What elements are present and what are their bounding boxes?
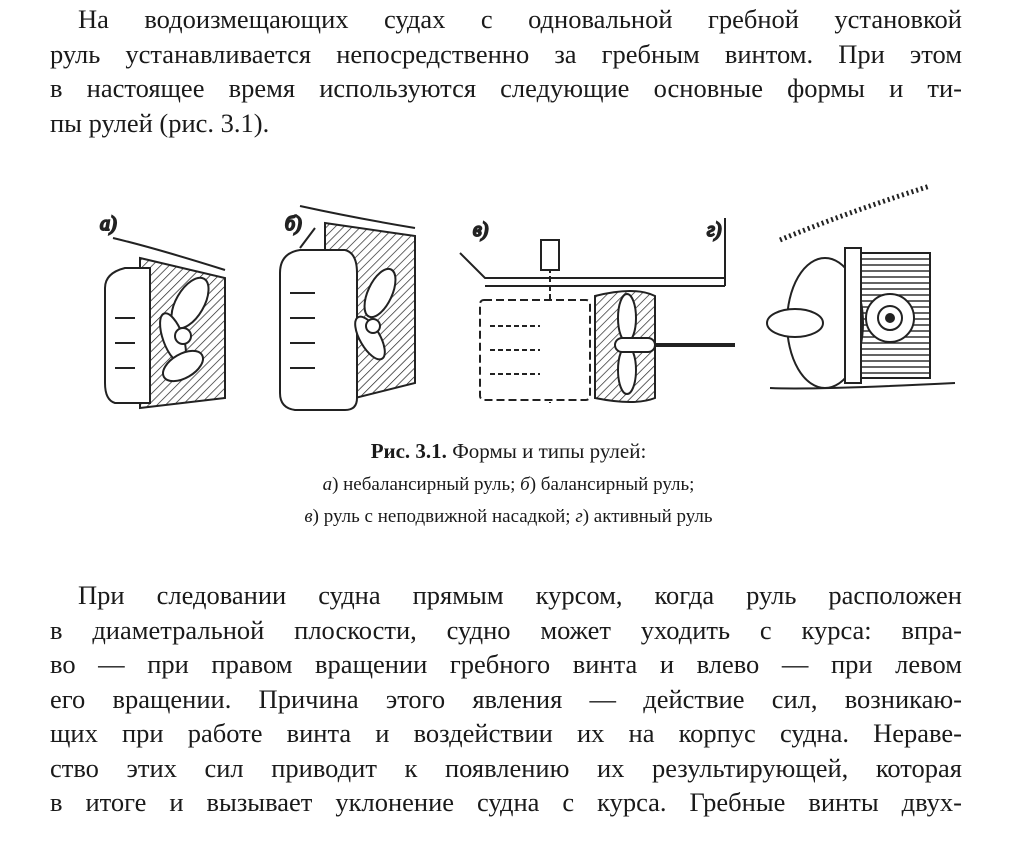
text-line: его вращении. Причина этого явления — де… (50, 683, 962, 714)
caption-part: б (520, 474, 530, 495)
figure-caption-line2: а) небалансирный руль; б) балансирный ру… (0, 472, 1017, 498)
rudder-d-figure (766, 183, 956, 390)
body-paragraph: При следовании судна прямым курсом, когд… (50, 578, 962, 820)
sublabel-a: а) (100, 213, 117, 235)
caption-part: ) активный руль (582, 506, 713, 527)
caption-part: ) руль с неподвижной насадкой; (312, 506, 576, 527)
caption-part: ) балансирный руль; (529, 474, 695, 495)
figure-number: Рис. 3.1. (370, 439, 447, 463)
text-line: руль устанавливается непосредственно за … (50, 38, 962, 69)
figure-caption-line3: в) руль с неподвижной насадкой; г) актив… (0, 504, 1017, 530)
text-line: пы рулей (рис. 3.1). (50, 107, 270, 138)
rudder-b-drawing: б) (279, 205, 416, 411)
sublabel-b: б) (285, 213, 302, 235)
text-line: щих при работе винта и воздействии их на… (50, 718, 962, 748)
figure-caption-title: Рис. 3.1. Формы и типы рулей: (0, 438, 1017, 464)
caption-part: в (304, 506, 313, 527)
rudder-d-drawing: г) (706, 218, 723, 242)
text-line: ство этих сил приводит к появлению их ре… (50, 752, 962, 783)
caption-part: ) небалансирный руль; (332, 474, 521, 495)
caption-part: г (575, 506, 583, 527)
text-line: в диаметральной плоскости, судно может у… (50, 614, 962, 645)
rudder-c-drawing: в) (459, 218, 735, 403)
sublabel-c: в) (473, 219, 489, 241)
rudder-types-figure: а) б) в) (99, 205, 735, 411)
text-line: На водоизмещающих судах с одновальной гр… (78, 4, 962, 34)
text-line: При следовании судна прямым курсом, когд… (78, 580, 962, 610)
intro-paragraph: На водоизмещающих судах с одновальной гр… (50, 2, 962, 140)
text-line: во — при правом вращении гребного винта … (50, 649, 962, 679)
rudder-a-drawing: а) (99, 212, 226, 410)
sublabel-d: г) (707, 219, 722, 241)
caption-part: а (322, 474, 333, 495)
figure-caption-text: Формы и типы рулей: (446, 439, 647, 463)
text-line: в настоящее время используются следующие… (50, 73, 962, 103)
text-line: в итоге и вызывает уклонение судна с кур… (50, 787, 962, 817)
